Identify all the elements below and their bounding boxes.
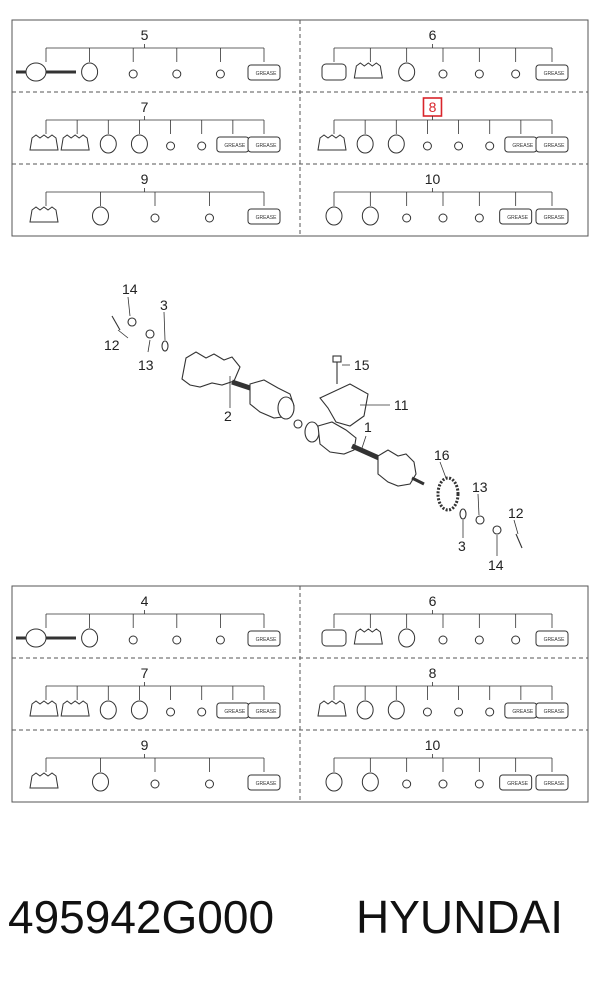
- kit-number: 9: [141, 737, 149, 753]
- grease-label: GREASE: [256, 71, 278, 77]
- kit-number: 8: [429, 665, 437, 681]
- callout-15: 15: [354, 357, 370, 373]
- left-end-nut: [293, 419, 303, 429]
- washer-right: [475, 515, 485, 525]
- grease-label: GREASE: [544, 71, 566, 77]
- kit-number: 8: [429, 99, 437, 115]
- callout-12-right: 12: [508, 505, 524, 521]
- kit-number: 6: [429, 593, 437, 609]
- grease-label: GREASE: [512, 709, 534, 715]
- grease-label: GREASE: [224, 143, 246, 149]
- support-bracket: [319, 383, 369, 427]
- grease-label: GREASE: [544, 637, 566, 643]
- right-inner-cv: [304, 421, 320, 443]
- left-outer-cv: [277, 396, 295, 420]
- nut-left: [127, 317, 137, 327]
- kit-number: 10: [425, 737, 441, 753]
- kit-number: 7: [141, 665, 149, 681]
- grease-label: GREASE: [544, 215, 566, 221]
- grease-label: GREASE: [507, 781, 529, 787]
- snap-ring-left: [161, 340, 169, 352]
- kit-number: 9: [141, 171, 149, 187]
- callout-14-left: 14: [122, 281, 138, 297]
- callout-14-right: 14: [488, 557, 504, 573]
- grease-label: GREASE: [507, 215, 529, 221]
- bracket-bolt-head: [332, 355, 342, 363]
- brand-name: HYUNDAI: [356, 891, 564, 943]
- callout-16: 16: [434, 447, 450, 463]
- callout-11: 11: [394, 397, 409, 413]
- footer: 495942G000 HYUNDAI: [0, 870, 600, 984]
- grease-label: GREASE: [256, 215, 278, 221]
- grease-label: GREASE: [544, 143, 566, 149]
- grease-label: GREASE: [544, 781, 566, 787]
- nut-right: [492, 525, 502, 535]
- callout-2: 2: [224, 408, 232, 424]
- washer-left: [145, 329, 155, 339]
- grease-label: GREASE: [256, 637, 278, 643]
- kit-number: 5: [141, 27, 149, 43]
- cotter-pin-right: [515, 533, 523, 549]
- callout-3-right: 3: [458, 538, 466, 554]
- grease-label: GREASE: [256, 781, 278, 787]
- grease-label: GREASE: [224, 709, 246, 715]
- kit-number: 10: [425, 171, 441, 187]
- callout-12-left: 12: [104, 337, 120, 353]
- right-inner-boot: [317, 421, 357, 455]
- tone-ring: [436, 476, 460, 512]
- part-number: 495942G000: [8, 891, 275, 943]
- callout-13-left: 13: [138, 357, 154, 373]
- grease-label: GREASE: [512, 143, 534, 149]
- left-inner-boot: [181, 351, 241, 388]
- right-outer-boot: [377, 449, 417, 487]
- grease-label: GREASE: [256, 143, 278, 149]
- callout-13-right: 13: [472, 479, 488, 495]
- grease-label: GREASE: [256, 709, 278, 715]
- kit-number: 7: [141, 99, 149, 115]
- grease-label: GREASE: [544, 709, 566, 715]
- callout-1: 1: [364, 419, 372, 435]
- cotter-pin-left: [111, 315, 121, 331]
- snap-ring-right: [459, 508, 467, 520]
- callout-labels: 14 12 13 3 2 15 11 1 16 13 3 12 14: [104, 281, 524, 573]
- kit-number: 4: [141, 593, 149, 609]
- right-spline: [411, 476, 425, 486]
- callout-3-left: 3: [160, 297, 168, 313]
- driveshaft-assembly: [111, 296, 523, 556]
- kit-number: 6: [429, 27, 437, 43]
